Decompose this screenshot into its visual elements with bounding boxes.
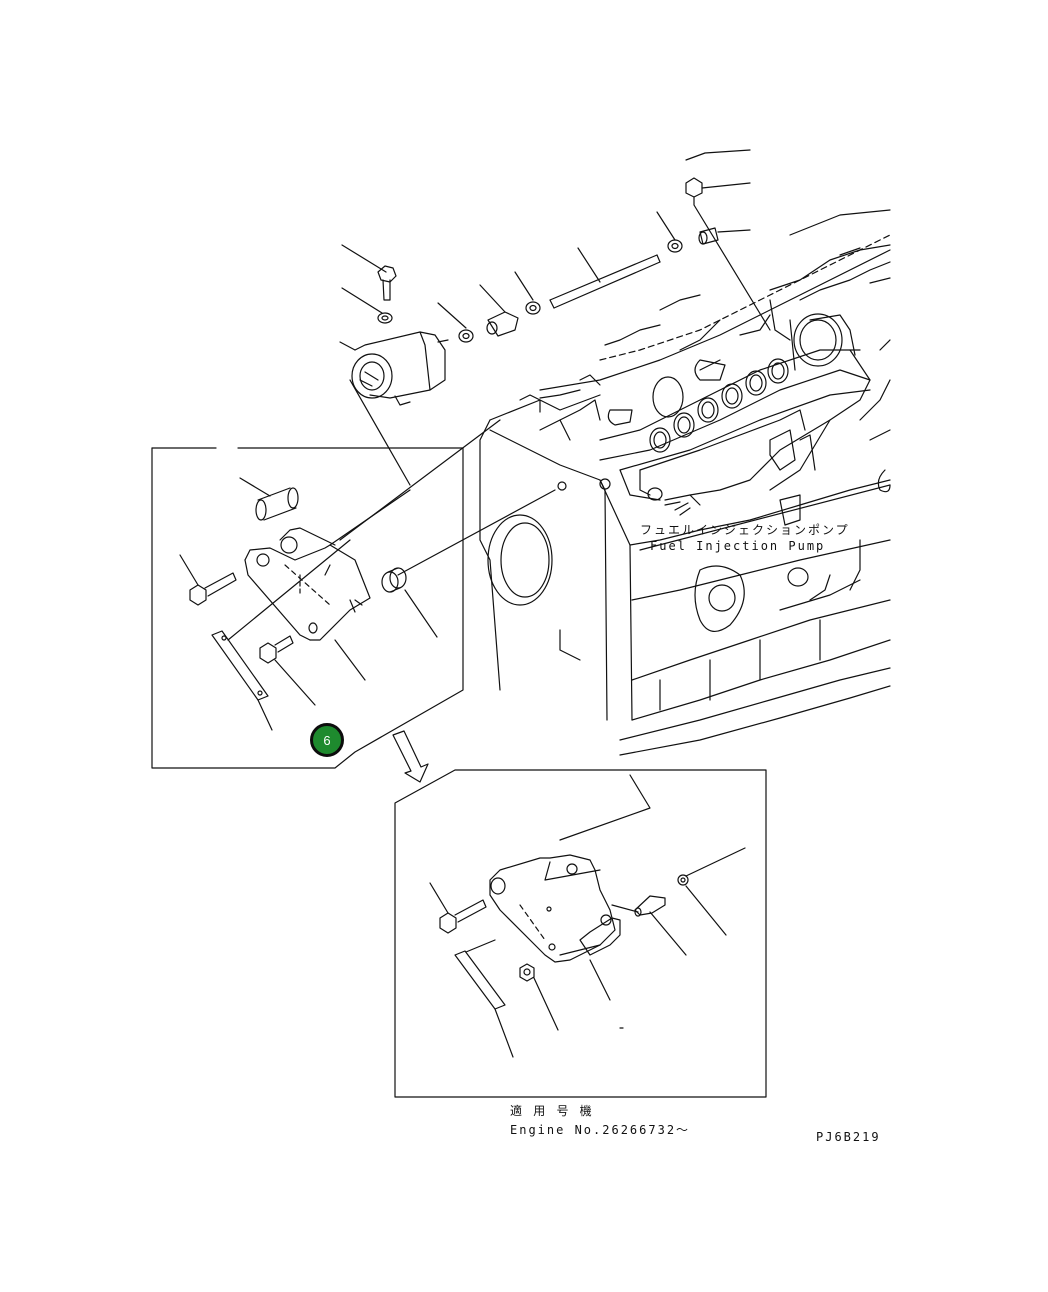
callout-badge-6[interactable]: 6 <box>310 723 344 757</box>
detail-frame-lower <box>394 769 767 1098</box>
engine-number-label: Engine No.26266732～ <box>510 1123 691 1137</box>
exploded-small-parts <box>339 149 771 486</box>
fuel-injection-pump <box>539 294 871 526</box>
drawing-code-label: PJ6B219 <box>816 1130 881 1144</box>
applicable-label-japanese: 適 用 号 機 <box>510 1104 594 1118</box>
engine-block <box>479 209 891 756</box>
down-arrow <box>392 730 429 783</box>
pump-label-english: Fuel Injection Pump <box>650 539 826 553</box>
detail-frame-left <box>151 419 556 769</box>
pump-label-japanese: フュエルインジェクションポンプ <box>640 523 850 537</box>
